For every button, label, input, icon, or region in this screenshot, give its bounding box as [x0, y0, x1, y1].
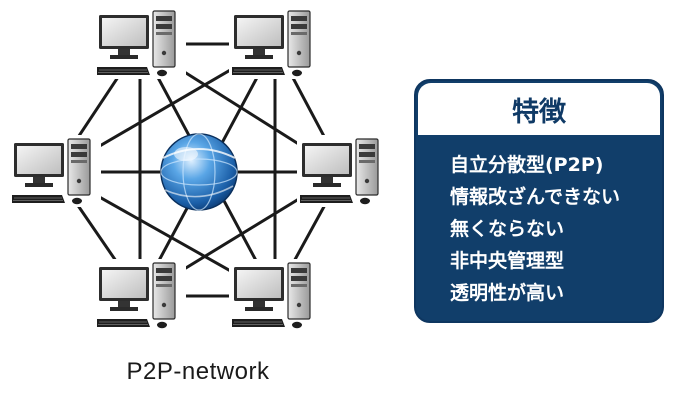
features-card: 特徴 自立分散型(P2P) 情報改ざんできない 無くならない 非中央管理型 透明…	[414, 79, 664, 323]
features-list: 自立分散型(P2P) 情報改ざんできない 無くならない 非中央管理型 透明性が高…	[450, 149, 662, 309]
feature-item: 無くならない	[450, 218, 565, 240]
computer-top-left-icon	[94, 7, 186, 79]
feature-item: 情報改ざんできない	[450, 186, 621, 208]
computer-left-icon	[9, 135, 101, 207]
feature-item: 自立分散型(P2P)	[450, 154, 604, 176]
computer-bottom-left-icon	[94, 259, 186, 331]
diagram-caption: P2P-network	[126, 358, 270, 385]
features-title: 特徴	[512, 96, 566, 128]
p2p-network-diagram	[9, 7, 389, 331]
computer-right-icon	[297, 135, 389, 207]
computer-bottom-right-icon	[229, 259, 321, 331]
globe-icon	[160, 133, 238, 211]
computer-top-right-icon	[229, 7, 321, 79]
feature-item: 透明性が高い	[450, 282, 565, 304]
features-card-header: 特徴	[418, 83, 660, 135]
feature-item: 非中央管理型	[450, 250, 565, 272]
